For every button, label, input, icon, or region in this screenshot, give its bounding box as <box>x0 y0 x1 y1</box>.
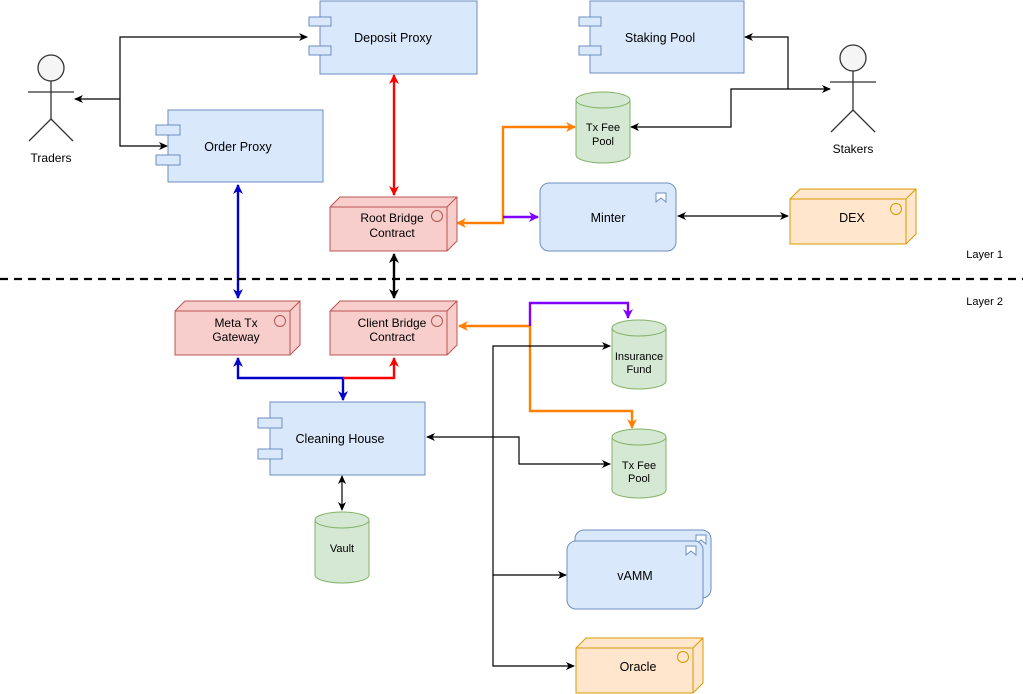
minter-service[interactable]: Minter <box>539 182 677 252</box>
oracle-label: Oracle <box>620 660 657 674</box>
stakers-actor <box>830 44 876 133</box>
meta-tx-label-line1: Meta Tx <box>214 316 257 330</box>
oracle-node[interactable]: Oracle <box>575 637 704 694</box>
root-bridge-label-line1: Root Bridge <box>360 211 424 225</box>
cleaning-house-component[interactable]: Cleaning House <box>257 401 426 476</box>
insurance-fund-cylinder[interactable]: Insurance Fund <box>611 319 667 390</box>
stakers-staking-connector <box>744 33 831 93</box>
minter-folder-icon <box>655 192 667 204</box>
bus-insurance-connector <box>492 342 611 437</box>
staking-pool-component[interactable]: Staking Pool <box>578 0 745 74</box>
tx-fee-pool-l2-line2: Pool <box>628 473 650 485</box>
vamm-label: vAMM <box>617 569 652 583</box>
client-bridge-label-line1: Client Bridge <box>358 316 427 330</box>
meta-tx-label-line2: Gateway <box>212 330 259 344</box>
cleaning-bus-connector <box>426 433 611 468</box>
layer1-label: Layer 1 <box>966 249 1003 261</box>
meta-tx-gateway-node[interactable]: Meta Tx Gateway <box>174 300 301 356</box>
tx-fee-pool-l1-cylinder[interactable]: Tx Fee Pool <box>575 91 631 164</box>
client-bridge-contract-node[interactable]: Client Bridge Contract <box>329 300 458 356</box>
connectors <box>74 33 831 670</box>
tx-fee-pool-l1-line1: Tx Fee <box>586 122 620 134</box>
bus-vamm-connector <box>492 437 567 579</box>
dex-node[interactable]: DEX <box>789 188 917 245</box>
traders-deposit-connector <box>74 33 308 103</box>
tx-fee-pool-l2-line1: Tx Fee <box>622 460 656 472</box>
traders-order-connector <box>119 99 168 150</box>
vamm-folder-icon <box>685 545 697 557</box>
vault-cylinder[interactable]: Vault <box>314 511 370 584</box>
minter-label: Minter <box>591 211 626 225</box>
traders-actor <box>28 54 74 142</box>
vamm-service[interactable]: vAMM <box>566 529 712 610</box>
stakers-label: Stakers <box>833 142 874 156</box>
bus-oracle-connector <box>492 575 575 670</box>
rootbridge-txfee-connector <box>456 122 576 228</box>
staking-pool-label: Staking Pool <box>625 31 695 45</box>
deposit-proxy-label: Deposit Proxy <box>354 31 433 45</box>
layer2-label: Layer 2 <box>966 296 1003 308</box>
order-proxy-component[interactable]: Order Proxy <box>155 109 324 183</box>
root-bridge-contract-node[interactable]: Root Bridge Contract <box>329 196 458 252</box>
dex-label: DEX <box>839 211 865 225</box>
stakers-txfee-connector <box>630 88 788 131</box>
deposit-proxy-component[interactable]: Deposit Proxy <box>308 0 478 75</box>
clientbridge-txfee-connector <box>458 321 637 429</box>
insurance-fund-line1: Insurance <box>615 351 663 363</box>
order-proxy-label: Order Proxy <box>204 140 272 154</box>
client-bridge-label-line2: Contract <box>369 330 415 344</box>
vault-label: Vault <box>330 543 354 555</box>
metatx-cleaning-connector <box>233 357 348 401</box>
tx-fee-pool-l1-line2: Pool <box>592 136 614 148</box>
tx-fee-pool-l2-cylinder[interactable]: Tx Fee Pool <box>611 428 667 499</box>
traders-label: Traders <box>31 151 72 165</box>
insurance-fund-line2: Fund <box>626 364 651 376</box>
root-bridge-label-line2: Contract <box>369 226 415 240</box>
cleaning-house-label: Cleaning House <box>296 432 385 446</box>
clientbridge-insurance-connector <box>528 301 633 326</box>
cleaning-clientbridge-connector <box>343 357 399 380</box>
